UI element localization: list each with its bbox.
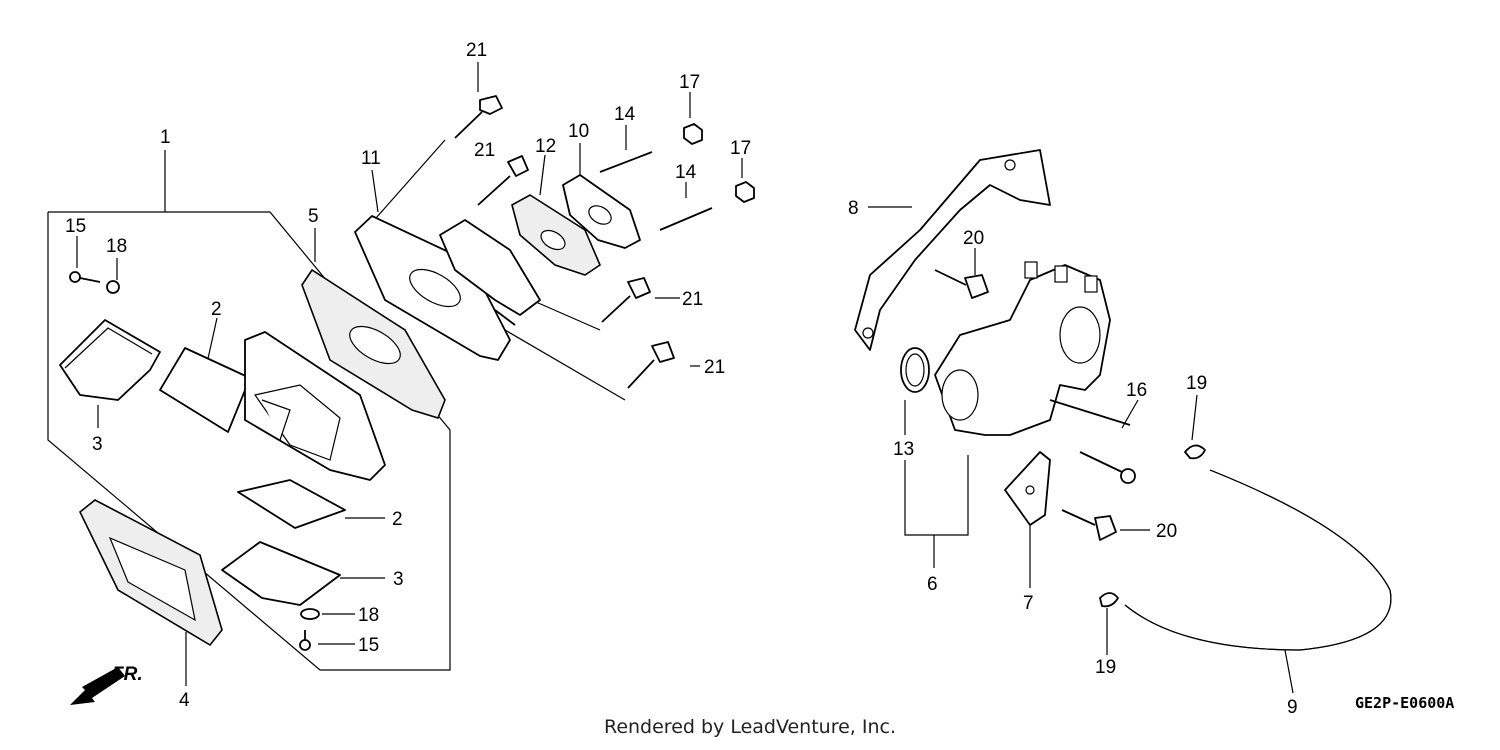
callouts: 1 2 2 3 3 4 5 6 7 8 9 10 11 12 13 14 14 … [65, 40, 1298, 718]
bracket-8 [854, 149, 1051, 351]
callout-20-upper: 20 [963, 228, 984, 249]
reed-stopper-3-lower [221, 541, 341, 606]
reed-2-upper [159, 347, 251, 433]
bolt-20-lower [1061, 509, 1117, 541]
bolt-21-mid [477, 155, 529, 206]
callout-2-upper: 2 [211, 299, 222, 320]
callout-10: 10 [568, 121, 589, 142]
callout-15-upper: 15 [65, 216, 86, 237]
screw-15-lower [299, 630, 311, 651]
reed-2-lower [237, 479, 346, 529]
callout-15-lower: 15 [358, 635, 379, 656]
callout-8: 8 [848, 198, 859, 219]
tube-9 [1124, 469, 1392, 651]
callout-14-lower: 14 [675, 162, 697, 183]
callout-21-right-2: 21 [704, 357, 725, 378]
callout-5: 5 [308, 206, 319, 227]
washer-18-lower [300, 608, 320, 620]
clip-19-lower [1099, 592, 1119, 608]
stud-14-upper [599, 151, 653, 173]
callout-17-upper: 17 [679, 72, 700, 93]
callout-20-lower: 20 [1156, 521, 1177, 542]
front-arrow-icon [70, 667, 125, 705]
bolt-21-right-2 [627, 341, 675, 389]
callout-21-mid: 21 [474, 140, 495, 161]
callout-14-upper: 14 [614, 104, 636, 125]
clip-19-upper [1184, 444, 1206, 460]
callout-1: 1 [160, 127, 171, 148]
bolt-21-top [454, 95, 503, 139]
callout-6: 6 [927, 574, 938, 595]
screw-16 [1079, 451, 1136, 484]
stud-14-lower [659, 207, 713, 231]
callout-3-lower: 3 [393, 569, 404, 590]
reed-valve-assembly [59, 95, 755, 651]
callout-4: 4 [179, 690, 190, 711]
callout-2-lower: 2 [392, 509, 403, 530]
callout-16: 16 [1126, 380, 1147, 401]
callout-21-top: 21 [466, 40, 487, 61]
callout-18-upper: 18 [106, 236, 127, 257]
leader-lines [47, 62, 1294, 694]
nut-17-lower [735, 181, 755, 203]
callout-17-lower: 17 [730, 138, 751, 159]
bolt-21-right-1 [601, 277, 651, 323]
callout-13: 13 [893, 439, 914, 460]
washer-18-top [106, 280, 120, 294]
screw-15-top [69, 271, 101, 283]
callout-11: 11 [361, 148, 381, 169]
nut-17-upper [683, 123, 703, 145]
callout-18-lower: 18 [358, 605, 379, 626]
oil-pump-assembly [854, 149, 1392, 651]
callout-12: 12 [535, 136, 556, 157]
diagram-code: GE2P-E0600A [1355, 694, 1454, 712]
bolt-20-top [934, 269, 989, 299]
callout-9: 9 [1287, 697, 1298, 718]
callout-19-lower: 19 [1095, 657, 1116, 678]
oil-pump-6 [934, 264, 1111, 436]
callout-3-upper: 3 [92, 434, 103, 455]
callout-19-upper: 19 [1186, 373, 1207, 394]
footer-credit: Rendered by LeadVenture, Inc. [603, 716, 897, 738]
callout-7: 7 [1023, 593, 1034, 614]
intake-joint [439, 219, 541, 316]
callout-21-right-1: 21 [682, 289, 703, 310]
front-label: FR. [112, 664, 143, 685]
